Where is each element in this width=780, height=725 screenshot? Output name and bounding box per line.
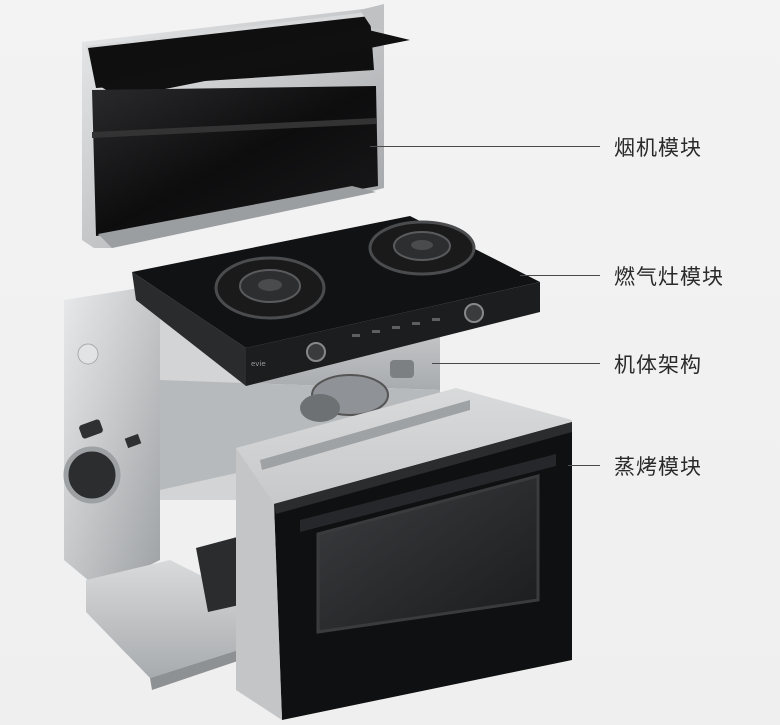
callout-line-gas-stove <box>520 275 600 276</box>
callout-gas-stove-module: 燃气灶模块 <box>614 265 724 289</box>
steam-oven-module <box>236 388 572 720</box>
callout-line-range-hood <box>370 146 600 147</box>
left-burner-icon <box>214 256 326 320</box>
callout-body-frame: 机体架构 <box>614 353 702 377</box>
range-hood-module <box>82 4 410 248</box>
right-knob-icon <box>464 303 484 323</box>
callout-steam-oven-module: 蒸烤模块 <box>614 455 702 479</box>
callout-line-steam-oven <box>568 465 600 466</box>
left-knob-icon <box>306 342 326 362</box>
callout-line-body-frame <box>432 363 600 364</box>
brand-mark: evie <box>251 360 266 368</box>
callout-range-hood-module: 烟机模块 <box>614 136 702 160</box>
right-burner-icon <box>368 220 476 276</box>
gas-stove-module: evie <box>132 216 540 386</box>
